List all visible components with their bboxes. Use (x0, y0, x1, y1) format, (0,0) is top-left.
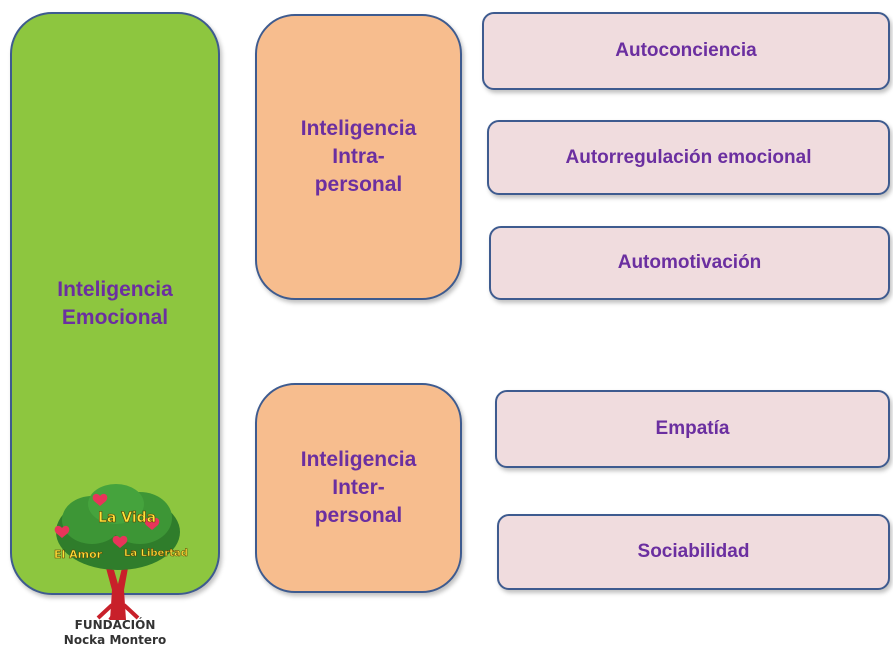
inter-label-line3: personal (314, 504, 403, 527)
intra-label-line1: Inteligencia (300, 117, 417, 140)
inter-label-line2: Inter- (332, 476, 385, 499)
logo-name-line1: FUNDACIÓN (74, 618, 156, 632)
logo-word-love: El Amor (54, 548, 103, 561)
logo-word-freedom: La Libertad (124, 548, 188, 559)
intra-label-line3: personal (314, 173, 403, 196)
item-autoconciencia: Autoconciencia (482, 12, 890, 90)
root-label-line1: Inteligencia (57, 277, 173, 301)
item-sociabilidad: Sociabilidad (497, 514, 890, 590)
foundation-logo: La Vida El Amor La Libertad FUNDACIÓN No… (40, 480, 190, 658)
inter-label-line1: Inteligencia (300, 448, 417, 471)
interpersonal-intelligence-box: Inteligencia Inter- personal (255, 383, 462, 593)
logo-word-life: La Vida (98, 510, 156, 526)
root-label-line2: Emocional (61, 305, 169, 329)
item-empatia: Empatía (495, 390, 890, 468)
tree-logo-icon: La Vida El Amor La Libertad (54, 484, 188, 622)
logo-name-line2: Nocka Montero (63, 633, 167, 647)
item-autorregulacion-emocional: Autorregulación emocional (487, 120, 890, 195)
item-automotivacion: Automotivación (489, 226, 890, 300)
intra-label-line2: Intra- (332, 145, 385, 168)
intrapersonal-intelligence-box: Inteligencia Intra- personal (255, 14, 462, 300)
